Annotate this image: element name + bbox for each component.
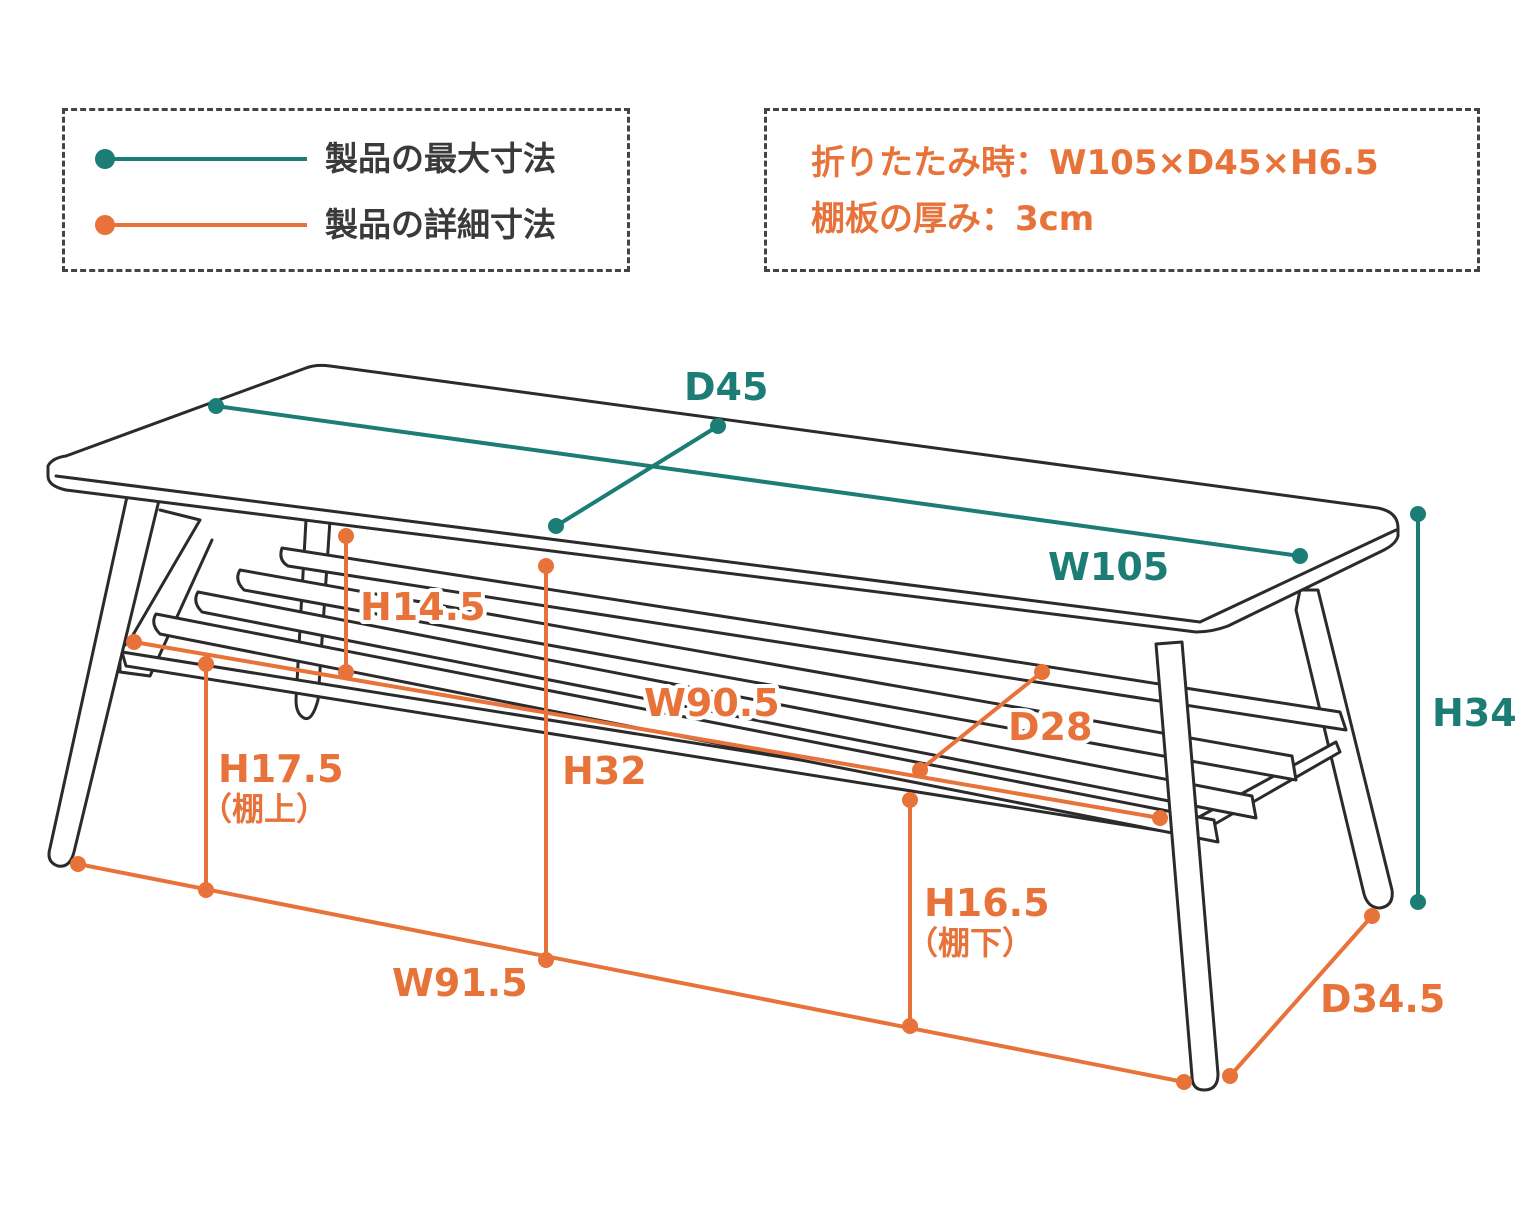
table-outline xyxy=(46,363,1400,1092)
tabletop xyxy=(46,363,1400,634)
d34-5-dot-start xyxy=(1222,1068,1238,1084)
legend-label-detail: 製品の詳細寸法 xyxy=(325,205,556,244)
w90-5-line xyxy=(133,640,1161,820)
label-h34: H34 xyxy=(1432,691,1517,735)
dimension-labels: D45 W105 H34 H14.5 W90.5 D28 H32 H17.5 （… xyxy=(196,361,1521,1025)
d28-dot-end xyxy=(1034,664,1050,680)
label-w90-5: W90.5 xyxy=(644,681,780,725)
h16-5-dot-top xyxy=(902,792,918,808)
label-h17-5: H17.5 xyxy=(218,747,344,791)
d34-5-dot-end xyxy=(1364,908,1380,924)
label-d28: D28 xyxy=(1008,705,1092,749)
slat-3 xyxy=(194,590,1258,820)
d45-dot-start xyxy=(548,518,564,534)
d45-line xyxy=(554,424,720,528)
detail-dimensions xyxy=(70,528,1380,1090)
label-shelf-top: （棚上） xyxy=(200,790,328,828)
back-right-leg xyxy=(1294,588,1394,910)
slat-2 xyxy=(236,568,1298,782)
label-h32: H32 xyxy=(562,749,647,793)
slat-4 xyxy=(152,612,1220,844)
label-d45: D45 xyxy=(684,365,768,409)
info-box: 折りたたみ時：W105×D45×H6.5 棚板の厚み：3cm xyxy=(764,108,1480,272)
d28-line xyxy=(918,670,1044,772)
h32-dot-top xyxy=(538,558,554,574)
d34-5-line xyxy=(1228,914,1374,1078)
info-folded: 折りたたみ時：W105×D45×H6.5 xyxy=(811,143,1379,183)
info-shelf-thickness: 棚板の厚み：3cm xyxy=(811,199,1095,239)
max-dimensions xyxy=(208,398,1426,910)
legend-label-max: 製品の最大寸法 xyxy=(325,139,556,178)
tabletop-edge xyxy=(54,474,1398,624)
label-w91-5: W91.5 xyxy=(392,961,528,1005)
w91-5-dot-start xyxy=(70,856,86,872)
label-h16-5: H16.5 xyxy=(924,881,1050,925)
label-h14-5: H14.5 xyxy=(360,585,486,629)
w105-dot-end xyxy=(1292,548,1308,564)
h34-dot-top xyxy=(1410,506,1426,522)
d28-dot-start xyxy=(912,762,928,778)
legend-line-max xyxy=(107,157,307,161)
h14-5-dot-top xyxy=(338,528,354,544)
w91-5-line xyxy=(77,862,1185,1084)
w90-5-dot-end xyxy=(1152,810,1168,826)
label-d34-5: D34.5 xyxy=(1320,977,1445,1021)
h34-dot-bottom xyxy=(1410,894,1426,910)
w90-5-dot-start xyxy=(126,634,142,650)
d45-dot-end xyxy=(710,418,726,434)
w105-dot-start xyxy=(208,398,224,414)
legend-dot-max xyxy=(95,149,115,169)
label-w105: W105 xyxy=(1048,545,1169,589)
w105-line xyxy=(215,404,1301,558)
w91-5-dot-end xyxy=(1176,1074,1192,1090)
h17-5-dot-top xyxy=(198,656,214,672)
label-shelf-bottom: （棚下） xyxy=(906,924,1034,962)
front-left-leg xyxy=(47,490,162,868)
front-right-leg xyxy=(1154,640,1220,1092)
legend-dot-detail xyxy=(95,215,115,235)
legend-line-detail xyxy=(107,223,307,227)
legend-box: 製品の最大寸法 製品の詳細寸法 xyxy=(62,108,630,272)
